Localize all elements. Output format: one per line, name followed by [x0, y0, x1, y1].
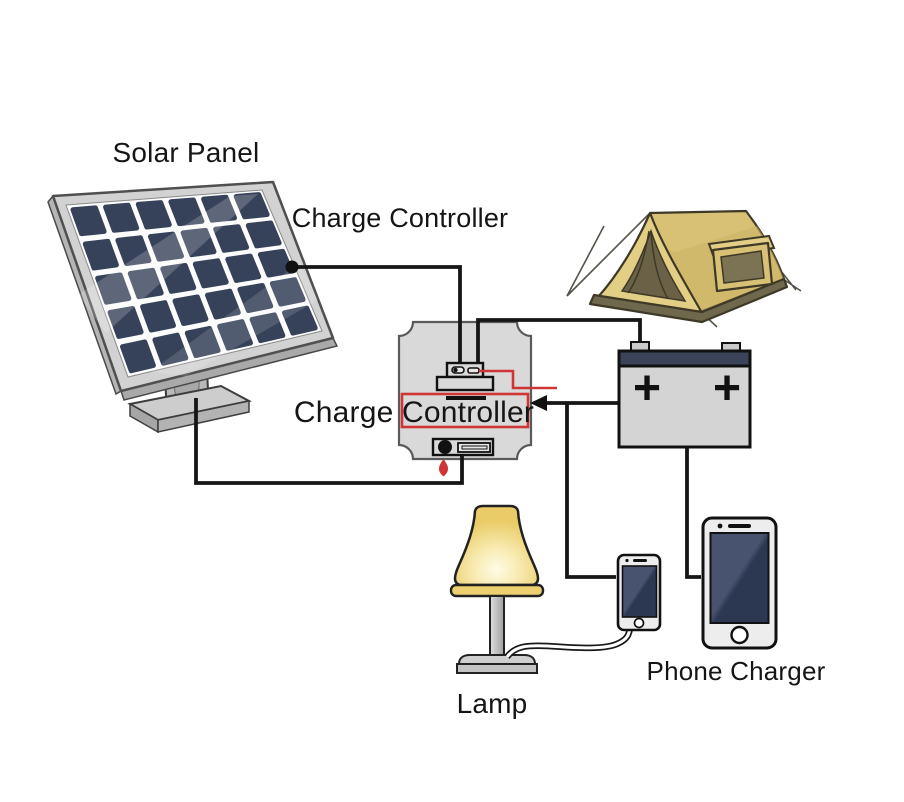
battery-top-band	[617, 349, 752, 368]
small-phone-camera	[625, 558, 629, 563]
panel-connection-dot	[285, 260, 299, 274]
large-phone-camera	[717, 523, 723, 529]
controller-terminal-bar	[435, 375, 495, 392]
lamp-shade	[453, 504, 540, 587]
small-phone-screen	[621, 565, 658, 618]
battery-terminal-symbol-right: +	[713, 362, 741, 415]
wire-to-small-phone	[565, 403, 616, 579]
lamp-rim	[449, 583, 545, 598]
wire-return-to-panel	[194, 398, 464, 485]
phone-charger-label: Phone Charger	[646, 656, 826, 686]
large-phone-speaker	[728, 524, 751, 528]
controller-display-line	[446, 396, 486, 400]
red-sense-wire	[479, 369, 557, 390]
tent-window	[707, 234, 776, 293]
red-drop-icon	[438, 459, 449, 477]
lamp-cable	[504, 627, 634, 660]
lamp-label: Lamp	[456, 688, 528, 719]
controller-port-dot	[438, 440, 452, 454]
lamp-base-top	[457, 654, 537, 665]
charge-controller-device-label: Charge Controller	[293, 396, 535, 429]
tent-guy-lines	[566, 213, 802, 328]
controller-terminals	[431, 361, 557, 477]
wiring	[194, 260, 701, 579]
battery-icon: + +	[617, 341, 752, 449]
charge-controller-callout-label: Charge Controller	[291, 203, 509, 233]
small-phone-home-button	[633, 617, 645, 629]
controller-highlight-box	[400, 392, 530, 429]
large-phone-screen	[709, 532, 770, 624]
solar-panel-label: Solar Panel	[112, 137, 260, 168]
wire-panel-to-controller	[292, 265, 462, 364]
solar-panel-icon	[47, 180, 339, 434]
lamp-icon	[449, 504, 545, 674]
wire-battery-to-large-phone	[685, 446, 701, 579]
small-phone-speaker	[633, 559, 647, 562]
large-phone-icon	[701, 516, 778, 650]
battery-terminal-symbol-left: +	[633, 362, 661, 415]
lamp-base	[456, 663, 538, 674]
tent-icon	[566, 209, 802, 328]
lamp-stem	[489, 595, 505, 659]
wire-controller-to-battery	[476, 318, 642, 364]
flow-arrow-icon	[530, 395, 547, 411]
small-phone-icon	[616, 553, 662, 632]
large-phone-home-button	[730, 625, 749, 645]
